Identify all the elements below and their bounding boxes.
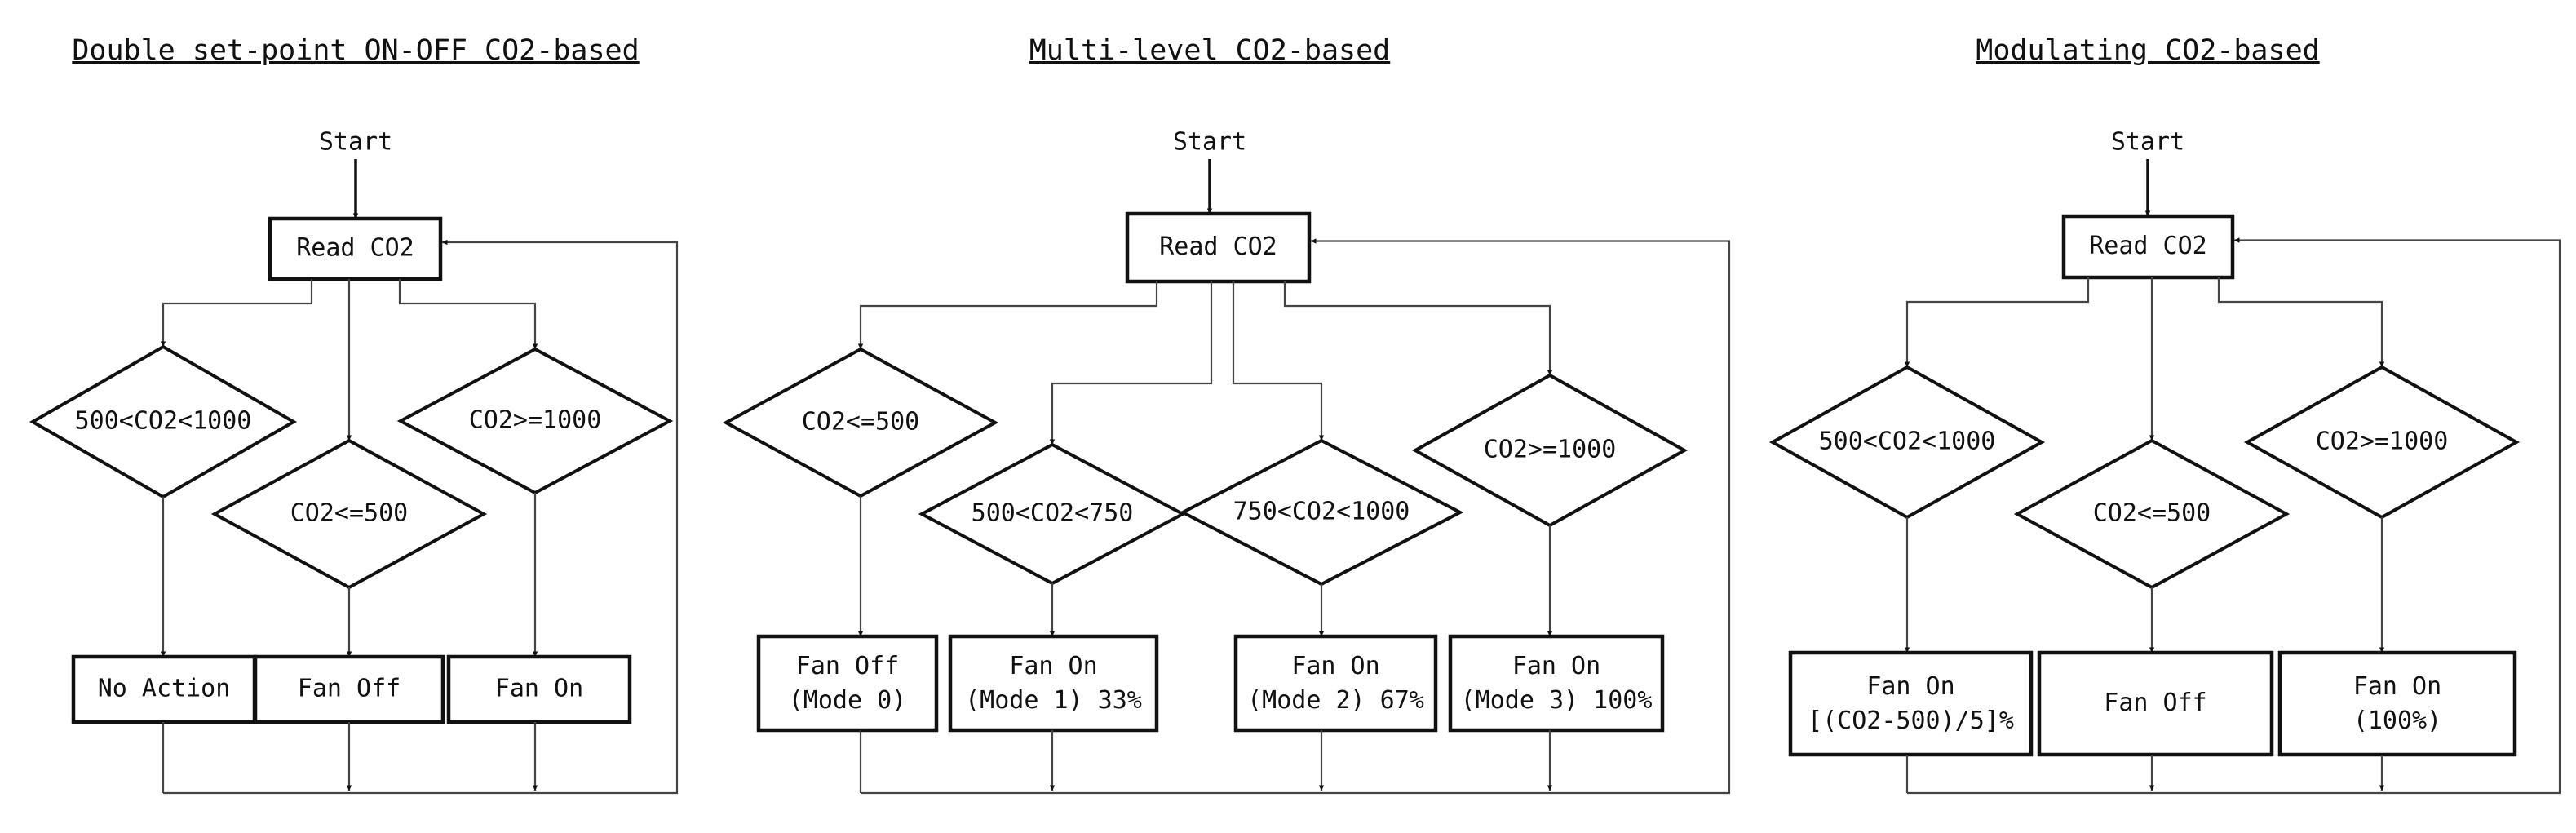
diagram-title: Double set-point ON-OFF CO2-based <box>72 34 639 67</box>
action-label: Fan Off <box>298 675 401 703</box>
action-label: (Mode 3) 100% <box>1461 686 1653 715</box>
branch-connector <box>398 279 538 349</box>
read-co2-label: Read CO2 <box>296 234 414 263</box>
action-label: Fan On <box>1009 652 1097 680</box>
start-label: Start <box>2111 128 2184 157</box>
read-co2-label: Read CO2 <box>2089 232 2207 260</box>
action-box <box>2277 650 2517 757</box>
action-label: Fan On <box>1866 672 1954 701</box>
diagram-title: Multi-level CO2-based <box>1029 34 1391 67</box>
branch-connector <box>1049 281 1213 445</box>
condition-label: CO2>=1000 <box>1484 436 1617 464</box>
branch-connector <box>1904 277 2090 367</box>
action-label: (Mode 2) 67% <box>1247 686 1424 715</box>
read-co2-box <box>1125 211 1312 284</box>
action-label: No Action <box>98 675 231 703</box>
action-label: (Mode 1) 33% <box>965 686 1142 715</box>
flowchart-1: Double set-point ON-OFF CO2-basedStartRe… <box>29 34 679 795</box>
read-co2-box <box>2061 214 2235 280</box>
condition-label: 500<CO2<750 <box>972 499 1134 528</box>
loop-back-line <box>1907 237 2561 795</box>
condition-label: 500<CO2<1000 <box>75 407 252 436</box>
condition-label: CO2>=1000 <box>2316 428 2449 456</box>
action-box <box>2037 650 2274 757</box>
action-label: (Mode 0) <box>789 686 907 715</box>
action-box <box>948 634 1159 733</box>
action-box <box>1233 634 1438 733</box>
condition-label: 500<CO2<1000 <box>1819 428 1996 456</box>
action-label: Fan On <box>1291 652 1379 680</box>
action-label: [(CO2-500)/5]% <box>1808 707 2014 735</box>
condition-label: 750<CO2<1000 <box>1233 498 1410 526</box>
action-label: Fan Off <box>2104 689 2206 717</box>
action-label: Fan On <box>2353 672 2441 701</box>
branch-connector <box>2217 277 2385 367</box>
branch-connector <box>1283 281 1553 375</box>
action-box <box>446 654 632 724</box>
condition-label: CO2>=1000 <box>469 406 602 435</box>
action-label: (100%) <box>2353 707 2441 735</box>
action-box <box>1448 634 1665 733</box>
branch-connector <box>160 279 313 347</box>
branch-connector <box>857 281 1158 349</box>
diagram-title: Modulating CO2-based <box>1976 34 2319 67</box>
start-label: Start <box>1173 128 1246 157</box>
branch-connector <box>1232 281 1325 441</box>
condition-label: CO2<=500 <box>802 408 920 436</box>
loop-back-line <box>163 239 679 795</box>
read-co2-box <box>268 216 443 281</box>
condition-label: CO2<=500 <box>2093 499 2211 528</box>
action-box <box>1788 650 2034 757</box>
read-co2-label: Read CO2 <box>1159 233 1277 261</box>
action-label: Fan On <box>495 675 583 703</box>
action-label: Fan Off <box>796 652 899 680</box>
condition-label: CO2<=500 <box>290 499 409 528</box>
action-label: Fan On <box>1512 652 1600 680</box>
loop-back-line <box>861 238 1731 795</box>
action-box <box>756 634 939 733</box>
start-label: Start <box>319 128 392 157</box>
